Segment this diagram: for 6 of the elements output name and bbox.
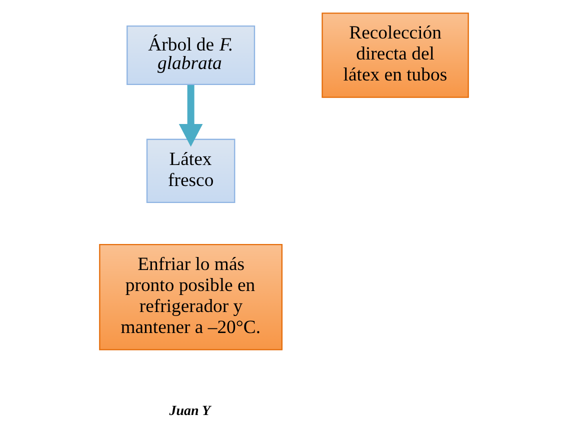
label: Juan Y xyxy=(169,404,211,420)
arrow xyxy=(178,85,203,147)
node-box: Enfriar lo más pronto posible en refrigerador y mantener a –20°C. xyxy=(99,244,283,350)
node-box: Látex fresco xyxy=(146,138,236,204)
node-box: Árbol de F. glabrata xyxy=(126,25,256,86)
node-box: Recolección directa del látex en tubos xyxy=(322,12,469,98)
